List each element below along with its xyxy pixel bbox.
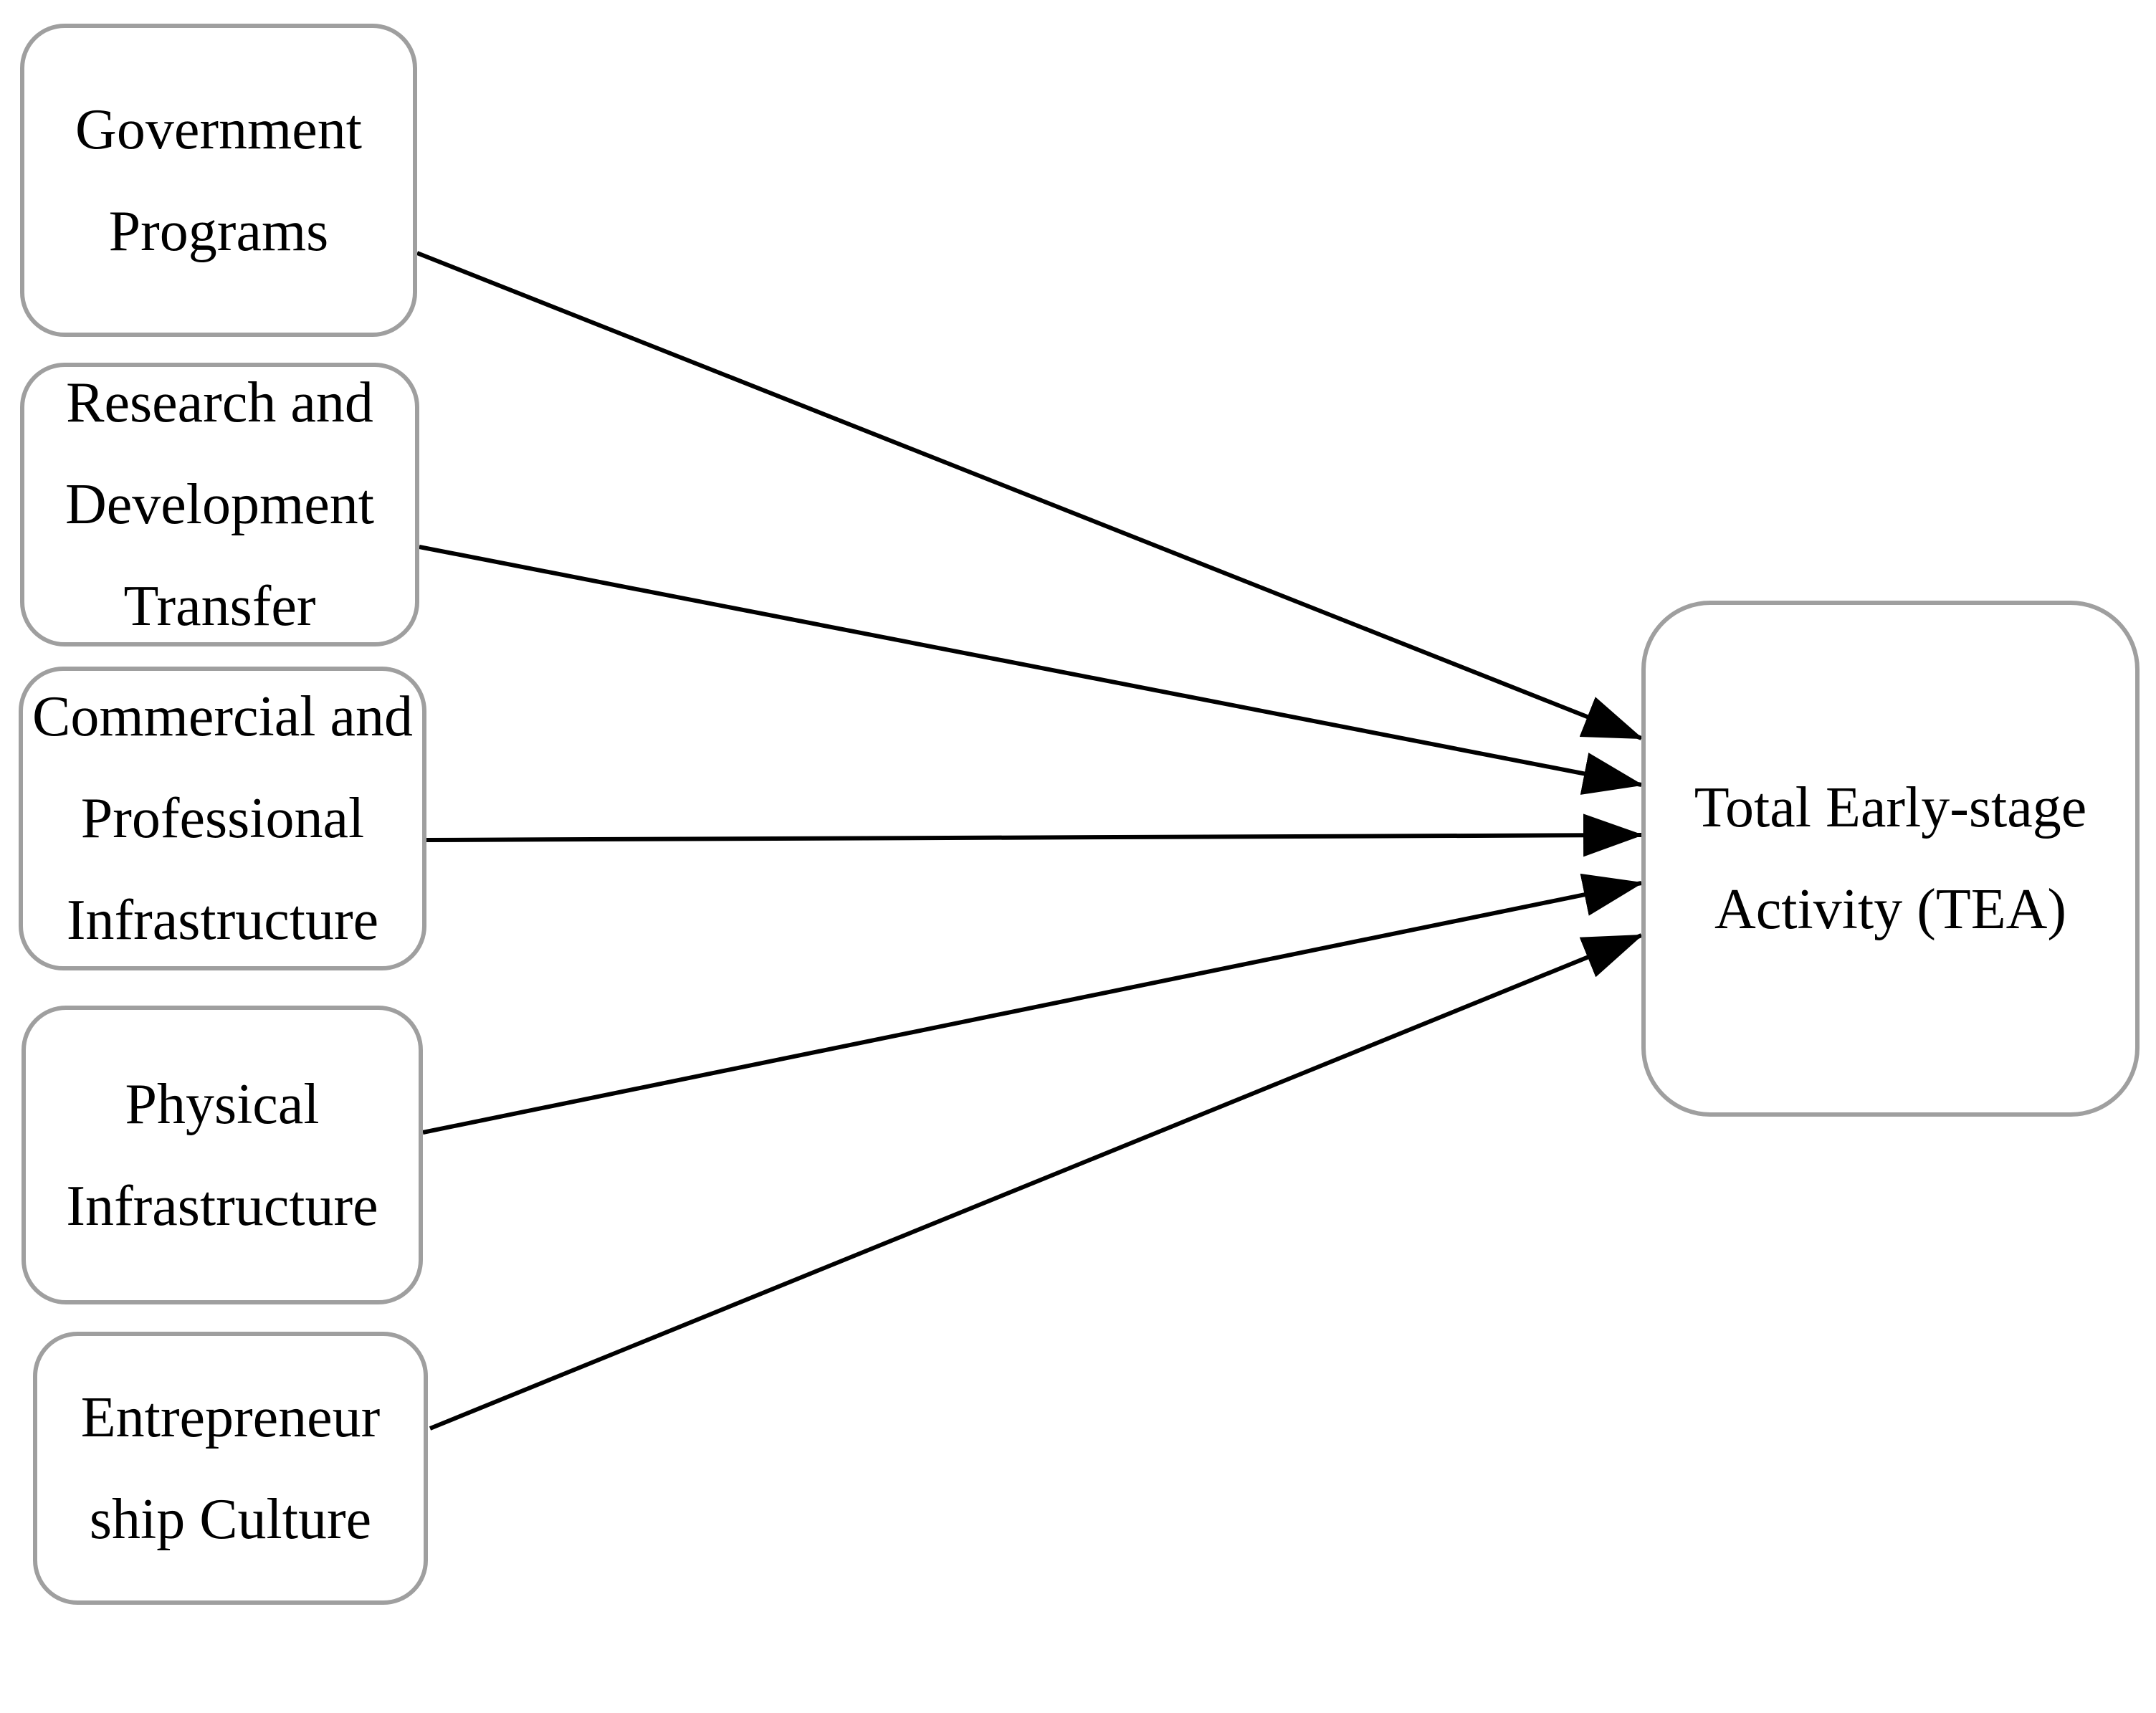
factor-label-line: Entrepreneur [80,1385,381,1449]
factor-box-government-programs: Government Programs [20,24,417,337]
outcome-label-line: Activity (TEA) [1714,878,2066,941]
factor-label-line: Research and [66,371,373,434]
factor-label-line: Development [65,473,374,536]
factor-box-research-and-development-transfer: Research and Development Transfer [20,363,419,646]
factor-label-line: Programs [108,199,329,263]
arrow-government-programs-to-tea [416,251,1644,740]
outcome-label-line: Total Early-stage [1694,776,2087,839]
factor-label-line: Physical [125,1072,320,1136]
factor-box-commercial-and-professional-infrastructure: Commercial and Professional Infrastructu… [19,667,426,970]
factor-label-line: ship Culture [89,1487,372,1551]
factor-box-physical-infrastructure: Physical Infrastructure [22,1006,423,1304]
arrow-commercial-professional-infrastructure-to-tea [426,813,1644,857]
factor-label-line: Infrastructure [66,1174,378,1238]
arrow-physical-infrastructure-to-tea [422,873,1644,1135]
factor-label-line: Infrastructure [66,889,379,952]
factor-label-line: Transfer [123,575,316,638]
factor-label-line: Government [75,97,362,161]
outcome-box-total-early-stage-activity: Total Early-stage Activity (TEA) [1641,601,2140,1117]
factor-label-line: Commercial and [32,685,413,748]
arrow-research-development-transfer-to-tea [419,545,1644,795]
arrow-entrepreneurship-culture-to-tea [429,933,1644,1431]
factor-box-entrepreneurship-culture: Entrepreneur ship Culture [33,1332,428,1605]
factor-label-line: Professional [80,787,365,850]
